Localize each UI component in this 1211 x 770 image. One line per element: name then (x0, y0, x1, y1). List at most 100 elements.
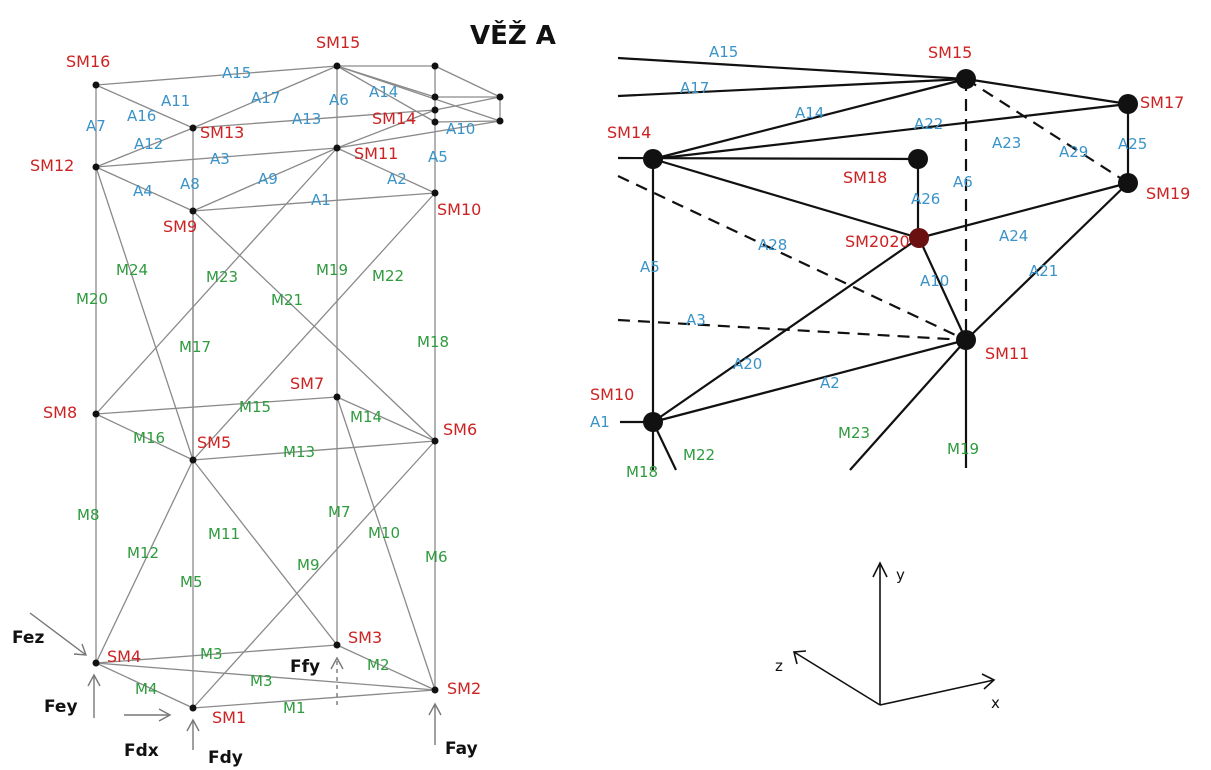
right-node-label-sm19: SM19 (1146, 184, 1190, 203)
node-label-sm3: SM3 (348, 628, 382, 647)
member-label-m1: M1 (283, 699, 306, 717)
member-label-m20: M20 (76, 290, 108, 308)
bar-label-a8: A8 (180, 175, 200, 193)
bar-label-a17: A17 (251, 89, 280, 107)
right-node-label-sm17: SM17 (1140, 93, 1184, 112)
right-frame (617, 56, 1130, 471)
force-arrows (29, 612, 442, 750)
right-bar-label-a25: A25 (1118, 135, 1147, 153)
member-label-m12: M12 (127, 544, 159, 562)
node-label-sm4: SM4 (107, 647, 141, 666)
right-bar-label-a17: A17 (680, 79, 709, 97)
bar-label-a2: A2 (387, 170, 407, 188)
node-label-sm5: SM5 (197, 433, 231, 452)
right-bar-label-a5: A5 (640, 258, 660, 276)
node-label-sm8: SM8 (43, 403, 77, 422)
axis-label-y: y (896, 566, 905, 584)
member-label-m22: M22 (372, 267, 404, 285)
right-member-label-m23: M23 (838, 424, 870, 442)
member-label-m6: M6 (425, 548, 448, 566)
force-label-fey: Fey (44, 697, 78, 717)
right-member-label-m18: M18 (626, 463, 658, 481)
node-label-sm16: SM16 (66, 52, 110, 71)
member-label-m19: M19 (316, 261, 348, 279)
member-label-m5: M5 (180, 573, 203, 591)
force-label-fdx: Fdx (124, 741, 159, 761)
right-bar-label-a10: A10 (920, 272, 949, 290)
axis-label-z: z (775, 657, 783, 675)
member-label-m9: M9 (297, 556, 320, 574)
right-bar-label-a3: A3 (686, 311, 706, 329)
bar-label-a13: A13 (292, 110, 321, 128)
member-label-m3-a: M3 (200, 645, 223, 663)
member-label-m13: M13 (283, 443, 315, 461)
member-label-m18: M18 (417, 333, 449, 351)
left-bar-labels: A1 A2 A3 A4 A5 A6 A7 A8 A9 A10 A11 A12 A… (86, 64, 475, 209)
right-bar-label-a15: A15 (709, 43, 738, 61)
right-bar-label-a28: A28 (758, 236, 787, 254)
coordinate-axes: y z x (775, 561, 1000, 712)
member-label-m11: M11 (208, 525, 240, 543)
node-label-sm13: SM13 (200, 123, 244, 142)
right-bar-label-a22: A22 (914, 115, 943, 133)
right-member-labels: M18 M22 M23 M19 (626, 424, 979, 481)
member-label-m21: M21 (271, 291, 303, 309)
node-label-sm10: SM10 (437, 200, 481, 219)
member-label-m15: M15 (239, 398, 271, 416)
member-label-m3-b: M3 (250, 672, 273, 690)
node-label-sm14: SM14 (372, 109, 416, 128)
left-node-labels: SM1 SM2 SM3 SM4 SM5 SM6 SM7 SM8 SM9 SM10… (30, 33, 481, 727)
bar-label-a4: A4 (133, 182, 153, 200)
member-label-m7: M7 (328, 503, 351, 521)
bar-label-a7: A7 (86, 117, 106, 135)
right-bar-label-a21: A21 (1029, 262, 1058, 280)
left-frame (95, 65, 501, 709)
bar-label-a5: A5 (428, 148, 448, 166)
bar-label-a10: A10 (446, 120, 475, 138)
bar-label-a1: A1 (311, 191, 331, 209)
node-label-sm11: SM11 (354, 144, 398, 163)
member-label-m23: M23 (206, 268, 238, 286)
right-bar-label-a29: A29 (1059, 143, 1088, 161)
right-member-label-m22: M22 (683, 446, 715, 464)
node-label-sm9: SM9 (163, 217, 197, 236)
right-bar-label-a14: A14 (795, 104, 824, 122)
member-label-m10: M10 (368, 524, 400, 542)
force-label-fdy: Fdy (208, 748, 243, 768)
bar-label-a15: A15 (222, 64, 251, 82)
right-bar-label-a20: A20 (733, 355, 762, 373)
member-label-m16: M16 (133, 429, 165, 447)
axis-label-x: x (991, 694, 1000, 712)
node-label-sm7: SM7 (290, 374, 324, 393)
right-bar-label-a26: A26 (911, 190, 940, 208)
right-bar-label-a24: A24 (999, 227, 1028, 245)
right-member-label-m19: M19 (947, 440, 979, 458)
right-node-label-sm15: SM15 (928, 43, 972, 62)
right-bar-label-a2: A2 (820, 374, 840, 392)
node-label-sm1: SM1 (212, 708, 246, 727)
right-bar-label-a23: A23 (992, 134, 1021, 152)
force-labels: Fez Fey Fdx Fdy Ffy Fay (12, 628, 478, 768)
diagram-title: VĚŽ A (470, 19, 556, 51)
right-node-label-sm11: SM11 (985, 344, 1029, 363)
bar-label-a9: A9 (258, 170, 278, 188)
bar-label-a3: A3 (210, 150, 230, 168)
right-bar-label-a1: A1 (590, 413, 610, 431)
force-label-fay: Fay (445, 739, 478, 759)
left-node-dots (92, 62, 504, 712)
left-member-labels: M1 M2 M3 M3 M4 M5 M6 M7 M8 M9 M10 M11 M1… (76, 261, 449, 717)
member-label-m14: M14 (350, 408, 382, 426)
member-label-m24: M24 (116, 261, 148, 279)
member-label-m4: M4 (135, 680, 158, 698)
member-label-m17: M17 (179, 338, 211, 356)
bar-label-a16: A16 (127, 107, 156, 125)
right-node-label-sm14: SM14 (607, 123, 651, 142)
right-node-label-sm10: SM10 (590, 385, 634, 404)
bar-label-a6: A6 (329, 91, 349, 109)
node-label-sm12: SM12 (30, 156, 74, 175)
force-label-fez: Fez (12, 628, 44, 648)
member-label-m8: M8 (77, 506, 100, 524)
node-label-sm15: SM15 (316, 33, 360, 52)
bar-label-a11: A11 (161, 92, 190, 110)
